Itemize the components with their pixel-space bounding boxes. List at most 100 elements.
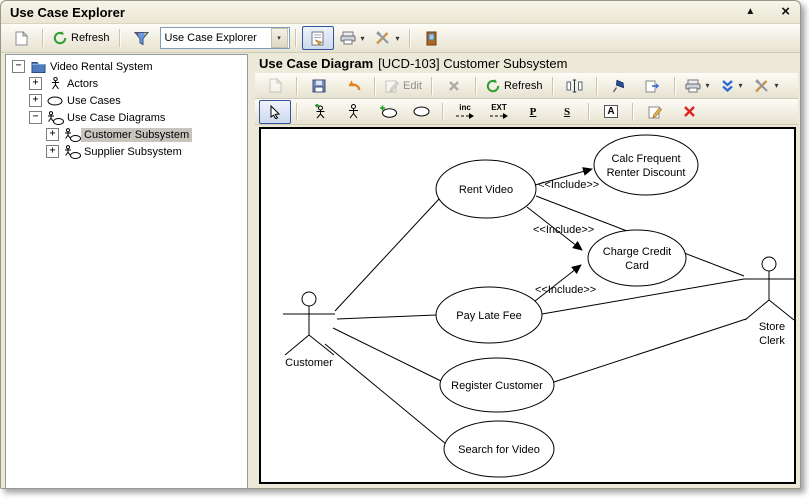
use-case-ellipse[interactable] [439, 357, 555, 413]
collapse-expander-icon[interactable]: − [12, 60, 25, 73]
label-tool-button[interactable]: A [595, 100, 627, 124]
print-button[interactable]: ▾ [336, 26, 369, 50]
detail-tools-button[interactable]: ▾ [750, 74, 783, 98]
separator [595, 76, 598, 95]
expand-expander-icon[interactable]: + [29, 94, 42, 107]
association-line[interactable] [541, 278, 745, 315]
include-line[interactable] [526, 206, 583, 251]
tree-item[interactable]: + Customer Subsystem [6, 126, 247, 143]
new-diagram-button[interactable] [259, 74, 291, 98]
include-tool-button[interactable]: inc [449, 100, 481, 124]
tree-item[interactable]: −Use Case Diagrams [6, 109, 247, 126]
view-selector-combobox[interactable]: Use Case Explorer ▾ [159, 27, 290, 49]
expand-all-button[interactable]: ▾ [716, 74, 748, 98]
use-case-explorer-window: Use Case Explorer ▲ × Refresh Use Case E… [0, 0, 801, 489]
use-case-node-pay-late-fee[interactable]: Pay Late Fee [435, 286, 543, 344]
tree-item[interactable]: +Use Cases [6, 92, 247, 109]
association-line[interactable] [324, 343, 447, 445]
save-button[interactable] [303, 74, 335, 98]
filter-button[interactable] [126, 26, 158, 50]
separator [442, 102, 444, 121]
explorer-form-toggle-button[interactable] [301, 26, 334, 50]
chevron-down-icon: ▾ [705, 81, 710, 90]
export-button[interactable] [637, 74, 669, 98]
collapse-button[interactable]: ▲ [745, 6, 756, 17]
succeeds-tool-button[interactable]: S [551, 100, 583, 124]
undo-button[interactable] [337, 74, 369, 98]
tree-item[interactable]: +Supplier Subsystem [6, 143, 247, 160]
combobox-arrow-button[interactable]: ▾ [270, 28, 288, 48]
printer-icon [340, 31, 356, 45]
view-selector-value: Use Case Explorer [164, 32, 257, 44]
filter-funnel-icon [134, 31, 150, 45]
detail-refresh-button[interactable]: Refresh [482, 74, 547, 98]
edit-pencil-icon [648, 106, 662, 118]
use-case-ellipse[interactable] [443, 420, 555, 478]
actor-leg [308, 334, 335, 356]
actor-tool-button[interactable] [337, 100, 369, 124]
expand-expander-icon[interactable]: + [29, 77, 42, 90]
extend-relation-icon: EXT [489, 103, 509, 120]
diagram-edit-button[interactable] [639, 100, 671, 124]
expand-expander-icon[interactable]: + [46, 128, 59, 141]
chevron-down-icon: ▾ [277, 35, 281, 42]
use-case-ellipse[interactable] [435, 159, 537, 219]
refresh-button[interactable]: Refresh [49, 26, 114, 50]
association-line[interactable] [336, 314, 437, 320]
actor-node-customer[interactable]: Customer [283, 291, 335, 369]
folder-icon [29, 59, 47, 74]
use-case-ellipse[interactable] [587, 229, 687, 287]
edit-button[interactable]: Edit [381, 74, 426, 98]
new-button[interactable] [5, 26, 37, 50]
succeeds-label: S [563, 105, 571, 118]
delete-button[interactable] [438, 74, 470, 98]
association-line[interactable] [334, 198, 440, 312]
diagram-icon [63, 144, 81, 159]
tree-item[interactable]: +Actors [6, 75, 247, 92]
tree-item[interactable]: −Video Rental System [6, 58, 247, 75]
detail-toolbar: Edit Refresh [255, 73, 798, 99]
form-icon [311, 31, 324, 45]
expand-expander-icon[interactable]: + [46, 145, 59, 158]
edit-label: Edit [403, 79, 422, 92]
use-case-node-search-video[interactable]: Search for Video [443, 420, 555, 478]
use-case-node-register-customer[interactable]: Register Customer [439, 357, 555, 413]
chevron-down-icon: ▾ [774, 81, 779, 90]
explorer-tree-panel[interactable]: −Video Rental System+Actors+Use Cases−Us… [5, 54, 248, 489]
add-use-case-tool-button[interactable] [371, 100, 403, 124]
extend-tool-button[interactable]: EXT [483, 100, 515, 124]
diagram-delete-button[interactable] [673, 100, 705, 124]
rename-button[interactable] [559, 74, 591, 98]
exit-button[interactable] [416, 26, 448, 50]
pin-button[interactable] [603, 74, 635, 98]
collapse-expander-icon[interactable]: − [29, 111, 42, 124]
use-case-ellipse[interactable] [435, 286, 543, 344]
include-line[interactable] [534, 167, 593, 186]
tree-item-label: Customer Subsystem [81, 127, 193, 142]
association-line[interactable] [553, 318, 747, 383]
use-case-ellipse[interactable] [593, 134, 699, 196]
close-button[interactable]: × [781, 3, 790, 20]
main-toolbar: Refresh Use Case Explorer ▾ ▾ ▾ [1, 24, 800, 53]
precedes-tool-button[interactable]: P [517, 100, 549, 124]
tools-icon [375, 31, 389, 45]
window-controls: ▲ × [745, 3, 790, 21]
use-case-node-rent-video[interactable]: Rent Video [435, 159, 537, 219]
select-tool-button[interactable] [259, 99, 291, 124]
diagram-canvas[interactable]: <<Include>><<Include>><<Include>>Rent Vi… [261, 129, 795, 482]
title-bar[interactable]: Use Case Explorer ▲ × [1, 1, 800, 24]
add-actor-tool-button[interactable] [303, 100, 335, 124]
tools-button[interactable]: ▾ [371, 26, 404, 50]
separator [408, 29, 411, 47]
use-case-tool-button[interactable] [405, 100, 437, 124]
actor-leg [744, 299, 770, 321]
edit-pencil-icon [385, 80, 399, 92]
detail-print-button[interactable]: ▾ [681, 74, 714, 98]
include-line[interactable] [534, 264, 582, 302]
rename-icon [566, 79, 583, 92]
export-page-icon [645, 80, 660, 92]
association-line[interactable] [332, 327, 442, 382]
